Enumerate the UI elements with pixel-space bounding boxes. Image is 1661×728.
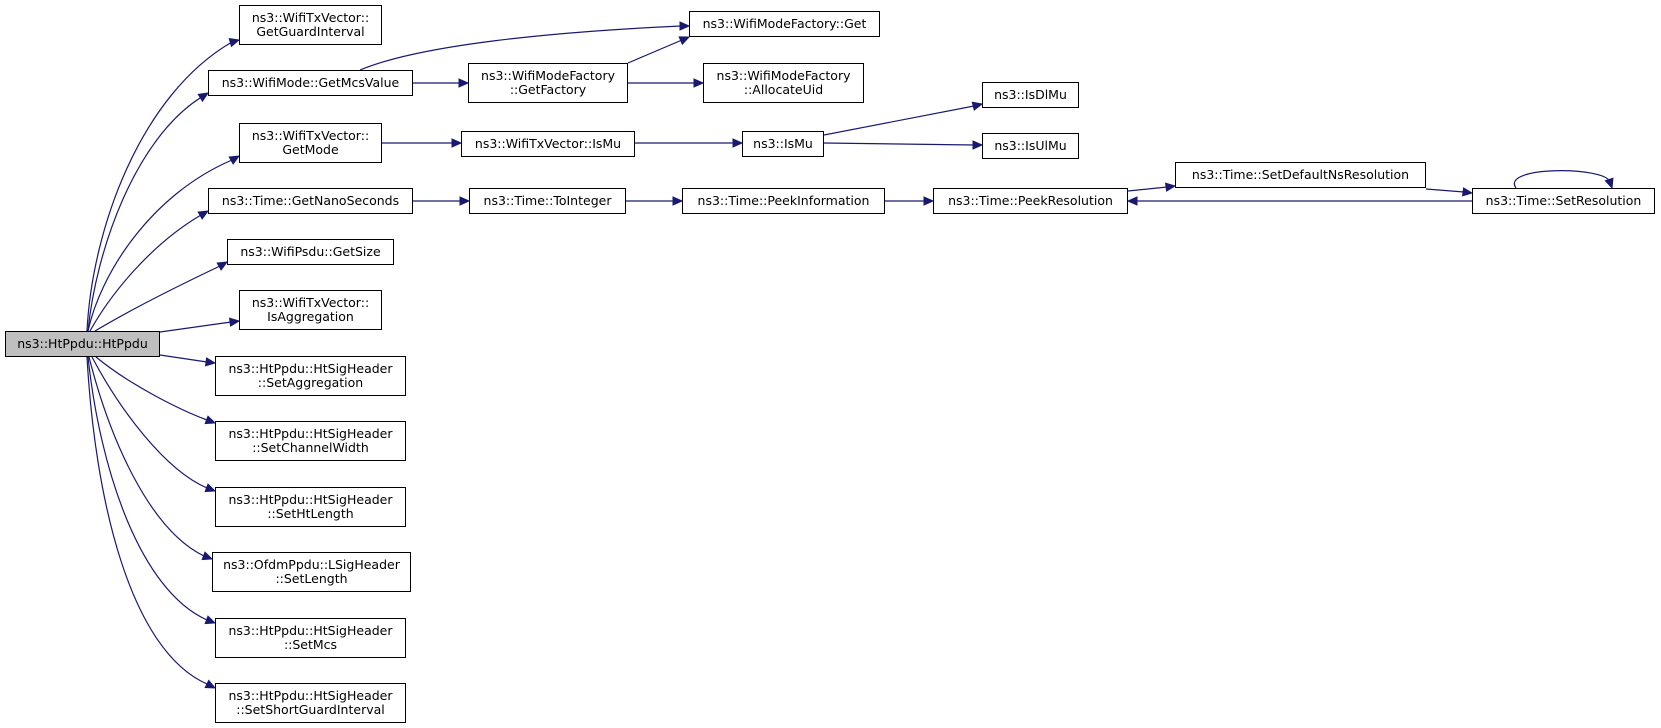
edge-htppdu-to-is-aggregation bbox=[159, 317, 241, 333]
node-get-mode[interactable]: ns3::WifiTxVector:: GetMode bbox=[239, 123, 382, 163]
node-is-dl-mu[interactable]: ns3::IsDlMu bbox=[982, 82, 1079, 108]
edge-htppdu-to-get-mcs-value bbox=[87, 92, 210, 332]
node-set-mcs[interactable]: ns3::HtPpdu::HtSigHeader ::SetMcs bbox=[215, 618, 406, 658]
node-peek-resolution[interactable]: ns3::Time::PeekResolution bbox=[933, 188, 1128, 214]
node-is-mu[interactable]: ns3::IsMu bbox=[742, 131, 824, 157]
edge-peek-resolution-to-set-default-ns-resolution bbox=[1127, 182, 1177, 192]
edge-set-resolution-to-peek-resolution bbox=[1126, 196, 1472, 206]
edge-get-mode-to-wifi-tx-vector-is-mu bbox=[382, 138, 463, 148]
node-set-ht-length[interactable]: ns3::HtPpdu::HtSigHeader ::SetHtLength bbox=[215, 487, 406, 527]
node-allocate-uid[interactable]: ns3::WifiModeFactory ::AllocateUid bbox=[703, 63, 864, 103]
edge-htppdu-to-set-short-guard-interval bbox=[86, 356, 217, 689]
edge-to-integer-to-peek-information bbox=[626, 196, 684, 206]
node-get-mcs-value[interactable]: ns3::WifiMode::GetMcsValue bbox=[208, 70, 413, 96]
node-to-integer[interactable]: ns3::Time::ToInteger bbox=[469, 188, 626, 214]
edge-htppdu-to-set-length bbox=[88, 356, 214, 561]
edge-htppdu-to-get-mode bbox=[87, 155, 241, 332]
edge-get-factory-to-wifi-mode-factory-get bbox=[627, 36, 691, 64]
edge-get-factory-to-allocate-uid bbox=[628, 78, 705, 88]
edge-is-mu-to-is-ul-mu bbox=[823, 140, 984, 150]
edge-htppdu-to-get-size bbox=[94, 261, 229, 332]
node-is-aggregation[interactable]: ns3::WifiTxVector:: IsAggregation bbox=[239, 290, 382, 330]
edge-wifi-tx-vector-is-mu-to-is-mu bbox=[635, 138, 744, 148]
node-peek-information[interactable]: ns3::Time::PeekInformation bbox=[682, 188, 885, 214]
node-wifi-tx-vector-is-mu[interactable]: ns3::WifiTxVector::IsMu bbox=[461, 131, 635, 157]
edge-get-mcs-value-to-get-factory bbox=[413, 78, 470, 88]
node-wifi-mode-factory-get[interactable]: ns3::WifiModeFactory::Get bbox=[689, 11, 880, 37]
node-set-short-guard-interval[interactable]: ns3::HtPpdu::HtSigHeader ::SetShortGuard… bbox=[215, 683, 406, 723]
node-set-default-ns-resolution[interactable]: ns3::Time::SetDefaultNsResolution bbox=[1175, 162, 1426, 188]
edge-get-nano-seconds-to-to-integer bbox=[413, 196, 471, 206]
node-set-resolution[interactable]: ns3::Time::SetResolution bbox=[1472, 188, 1655, 214]
edge-htppdu-to-set-aggregation bbox=[159, 354, 217, 367]
edge-get-mcs-value-to-wifi-mode-factory-get bbox=[359, 21, 691, 71]
edge-htppdu-to-set-ht-length bbox=[91, 356, 217, 493]
node-get-guard-interval[interactable]: ns3::WifiTxVector:: GetGuardInterval bbox=[239, 5, 382, 45]
node-is-ul-mu[interactable]: ns3::IsUlMu bbox=[982, 133, 1079, 159]
node-htppdu: ns3::HtPpdu::HtPpdu bbox=[5, 331, 160, 357]
node-get-factory[interactable]: ns3::WifiModeFactory ::GetFactory bbox=[468, 63, 628, 103]
edge-set-default-ns-resolution-to-set-resolution bbox=[1425, 187, 1474, 197]
node-get-nano-seconds[interactable]: ns3::Time::GetNanoSeconds bbox=[208, 188, 413, 214]
edge-is-mu-to-is-dl-mu bbox=[823, 101, 984, 136]
node-set-aggregation[interactable]: ns3::HtPpdu::HtSigHeader ::SetAggregatio… bbox=[215, 356, 406, 396]
edge-peek-information-to-peek-resolution bbox=[885, 196, 935, 206]
node-set-length[interactable]: ns3::OfdmPpdu::LSigHeader ::SetLength bbox=[212, 552, 411, 592]
node-set-channel-width[interactable]: ns3::HtPpdu::HtSigHeader ::SetChannelWid… bbox=[215, 421, 406, 461]
edge-htppdu-to-get-guard-interval bbox=[86, 38, 241, 332]
node-get-size[interactable]: ns3::WifiPsdu::GetSize bbox=[227, 239, 394, 265]
edge-set-resolution-to-set-resolution bbox=[1513, 170, 1614, 190]
edge-htppdu-to-set-channel-width bbox=[95, 356, 217, 425]
edge-htppdu-to-get-nano-seconds bbox=[89, 210, 210, 332]
edge-htppdu-to-set-mcs bbox=[87, 356, 217, 625]
